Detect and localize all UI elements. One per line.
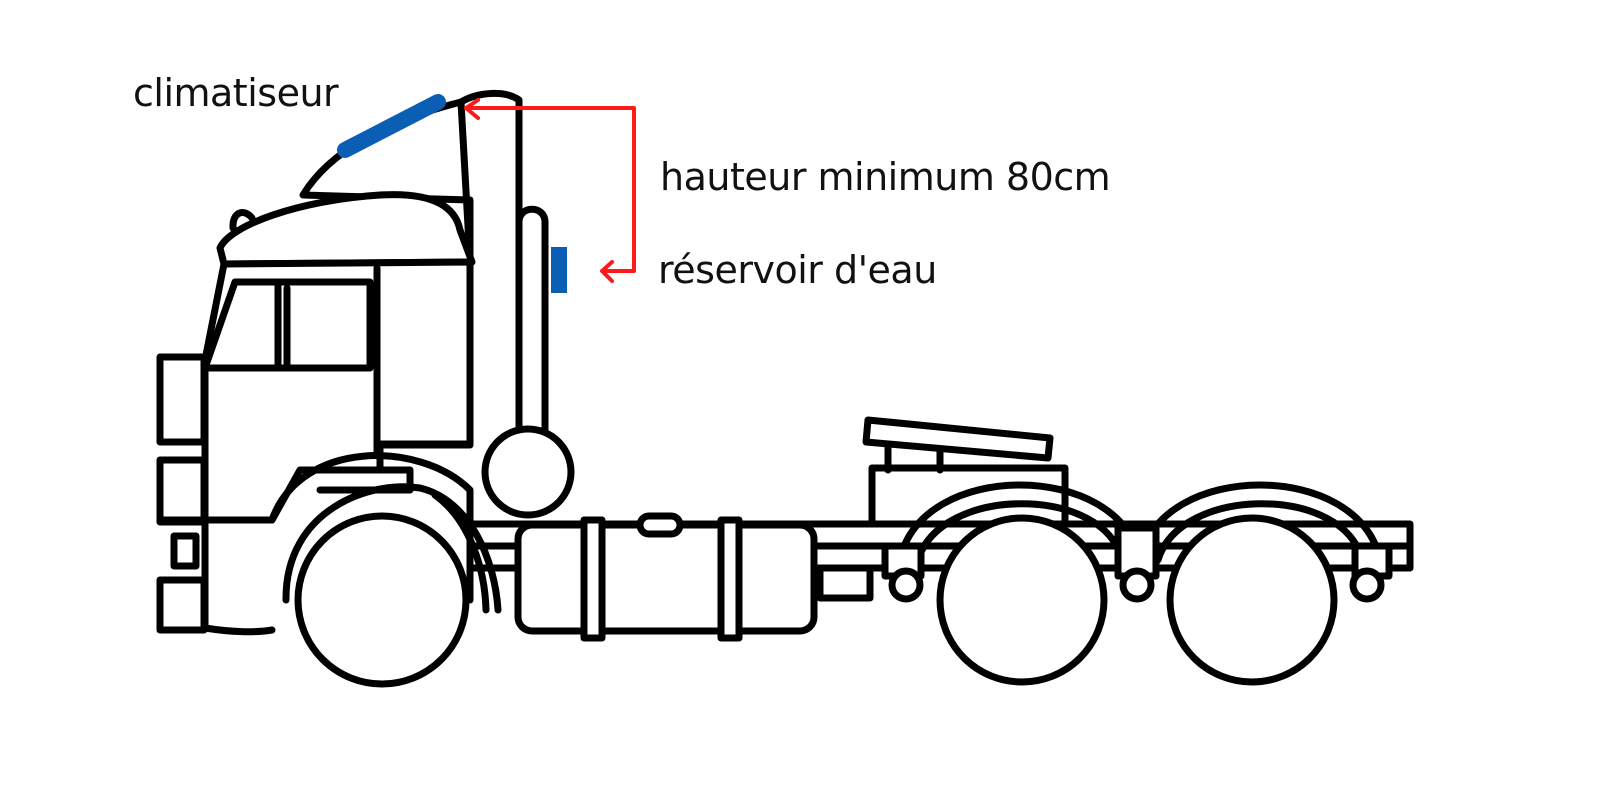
rear-wheel-1	[936, 514, 1108, 686]
air-conditioner-unit	[337, 94, 446, 158]
exhaust-stack-top	[457, 89, 523, 229]
fuel-tank-cap	[636, 512, 684, 538]
height-arrow	[464, 98, 636, 283]
water-tank-unit	[551, 247, 567, 293]
headlight	[170, 532, 200, 570]
roof-knob	[229, 209, 256, 232]
highlighted-components	[337, 94, 567, 293]
water-tank-label: réservoir d'eau	[658, 248, 937, 292]
fuel-tank-strap-2	[717, 516, 743, 642]
front-fender-inner-2	[431, 491, 490, 614]
min-height-label: hauteur minimum 80cm	[660, 155, 1111, 199]
fuel-tank	[514, 521, 818, 635]
fifth-wheel-plate	[862, 416, 1054, 462]
air-filter	[481, 425, 575, 519]
rear-wheel-2	[1166, 514, 1338, 686]
front-fender-inner	[282, 483, 502, 614]
front-panel-3	[156, 576, 208, 634]
height-arrow-line	[464, 106, 636, 273]
air-conditioner-label: climatiseur	[133, 71, 339, 115]
frame-block	[816, 564, 874, 602]
hub-1	[888, 567, 924, 603]
rear-fender-1-inner	[914, 500, 1126, 564]
arrow-head-bottom	[600, 260, 614, 283]
rear-fender-2-inner	[1154, 500, 1366, 564]
sleeper-cab	[216, 191, 476, 268]
hub-2	[1119, 567, 1155, 603]
front-panel-2	[156, 456, 208, 526]
arrow-head-top	[464, 98, 480, 120]
front-panel-1	[156, 353, 208, 446]
front-fender-outer	[268, 452, 474, 604]
hub-3	[1349, 567, 1385, 603]
front-wheel	[294, 512, 470, 688]
truck-outline	[156, 89, 1414, 688]
exhaust-pipe	[515, 205, 549, 464]
front-bumper	[156, 516, 276, 636]
fuel-tank-strap-1	[580, 516, 606, 642]
